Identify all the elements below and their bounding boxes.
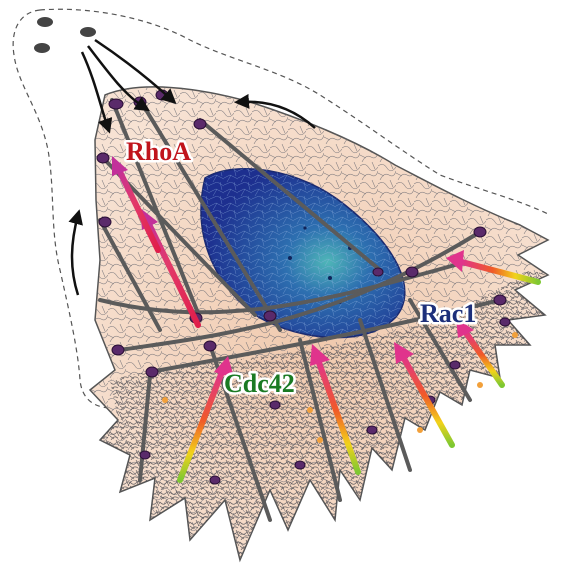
focal-adhesion xyxy=(450,361,460,369)
focal-adhesion xyxy=(367,426,377,434)
focal-adhesion xyxy=(295,461,305,469)
label-cdc42: Cdc42 xyxy=(224,369,295,398)
focal-adhesion xyxy=(210,476,220,484)
focal-adhesion xyxy=(146,367,158,377)
label-rhoa: RhoA xyxy=(126,137,191,166)
focal-adhesion xyxy=(194,119,206,129)
retraction-arrow xyxy=(82,52,108,128)
focal-adhesion xyxy=(109,99,123,109)
focal-adhesion xyxy=(112,345,124,355)
focal-adhesion xyxy=(474,227,486,237)
focal-adhesion xyxy=(204,341,216,351)
focal-adhesion xyxy=(270,401,280,409)
label-rac1: Rac1 xyxy=(420,299,476,328)
focal-adhesion xyxy=(373,268,383,276)
focal-adhesion xyxy=(494,295,506,305)
trail-dots xyxy=(34,17,96,53)
focal-adhesion xyxy=(406,267,418,277)
focal-adhesion xyxy=(140,451,150,459)
focal-adhesion xyxy=(500,318,510,326)
focal-adhesion xyxy=(99,217,111,227)
focal-adhesion xyxy=(97,153,109,163)
retraction-arrow xyxy=(72,215,78,295)
focal-adhesion xyxy=(264,311,276,321)
